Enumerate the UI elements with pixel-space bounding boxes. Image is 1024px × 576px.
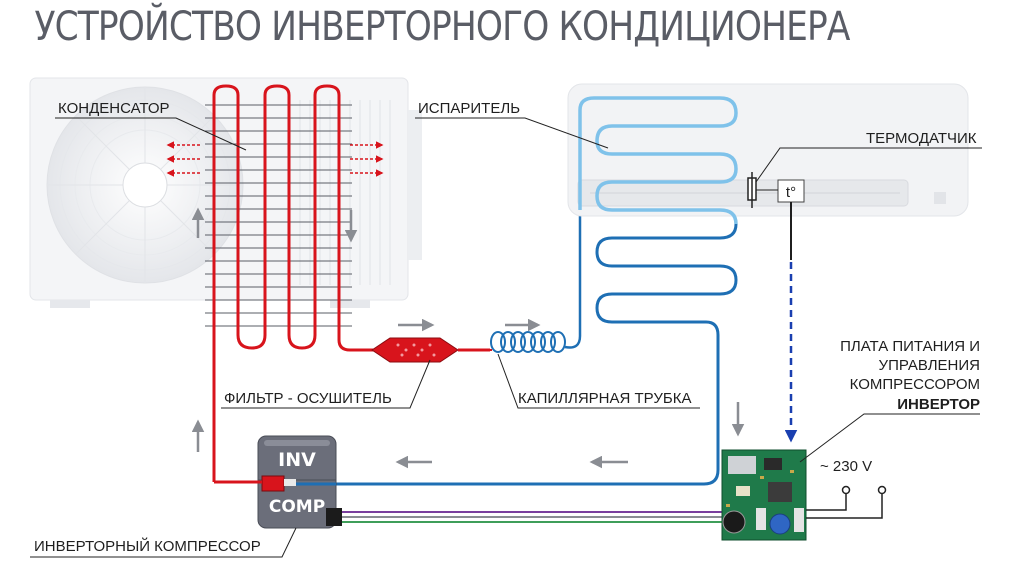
capillary-tube	[476, 210, 582, 353]
filter-dryer	[371, 337, 490, 363]
label-evaporator: ИСПАРИТЕЛЬ	[415, 100, 609, 149]
fan-icon	[46, 86, 244, 284]
board-label-line3: КОМПРЕССОРОМ	[850, 376, 980, 393]
filter-dryer-label: ФИЛЬТР - ОСУШИТЕЛЬ	[224, 390, 392, 407]
board-label-line1: ПЛАТА ПИТАНИЯ И	[840, 338, 980, 355]
thermosensor-label: ТЕРМОДАТЧИК	[866, 130, 977, 147]
inverter-board	[721, 449, 807, 541]
airflow-arrows-right	[350, 141, 384, 177]
compressor-wires	[342, 511, 722, 523]
condenser-coil	[212, 84, 378, 482]
evaporator-label: ИСПАРИТЕЛЬ	[418, 100, 520, 117]
compressor-comp-label: COMP	[269, 497, 325, 517]
thermosensor: t°	[747, 172, 805, 208]
indoor-unit	[567, 83, 969, 217]
voltage-label: ~ 230 V	[820, 458, 872, 475]
label-filter-dryer: ФИЛЬТР - ОСУШИТЕЛЬ	[221, 359, 431, 409]
airflow-arrows-left	[166, 141, 200, 177]
condenser-label: КОНДЕНСАТОР	[58, 100, 170, 117]
label-thermosensor: ТЕРМОДАТЧИК	[755, 130, 982, 183]
board-label-line4: ИНВЕРТОР	[897, 396, 980, 413]
label-condenser: КОНДЕНСАТОР	[55, 100, 247, 151]
sensor-symbol: t°	[786, 184, 796, 201]
board-label-line2: УПРАВЛЕНИЯ	[879, 357, 980, 374]
compressor-label: ИНВЕРТОРНЫЙ КОМПРЕССОР	[34, 537, 261, 555]
condenser-fins	[205, 104, 352, 327]
evaporator-coil-lower	[336, 223, 738, 486]
page-title: УСТРОЙСТВО ИНВЕРТОРНОГО КОНДИЦИОНЕРА	[34, 4, 850, 50]
inverter-compressor: INV COMP	[214, 435, 342, 529]
evaporator-coil-upper	[578, 96, 738, 225]
label-compressor: ИНВЕРТОРНЫЙ КОМПРЕССОР	[30, 527, 297, 558]
capillary-tube-label: КАПИЛЛЯРНАЯ ТРУБКА	[518, 390, 691, 407]
compressor-inv-label: INV	[278, 449, 316, 471]
label-capillary-tube: КАПИЛЛЯРНАЯ ТРУБКА	[497, 353, 700, 409]
power-terminals	[806, 485, 887, 519]
label-board: ПЛАТА ПИТАНИЯ И УПРАВЛЕНИЯ КОМПРЕССОРОМ …	[799, 338, 980, 463]
